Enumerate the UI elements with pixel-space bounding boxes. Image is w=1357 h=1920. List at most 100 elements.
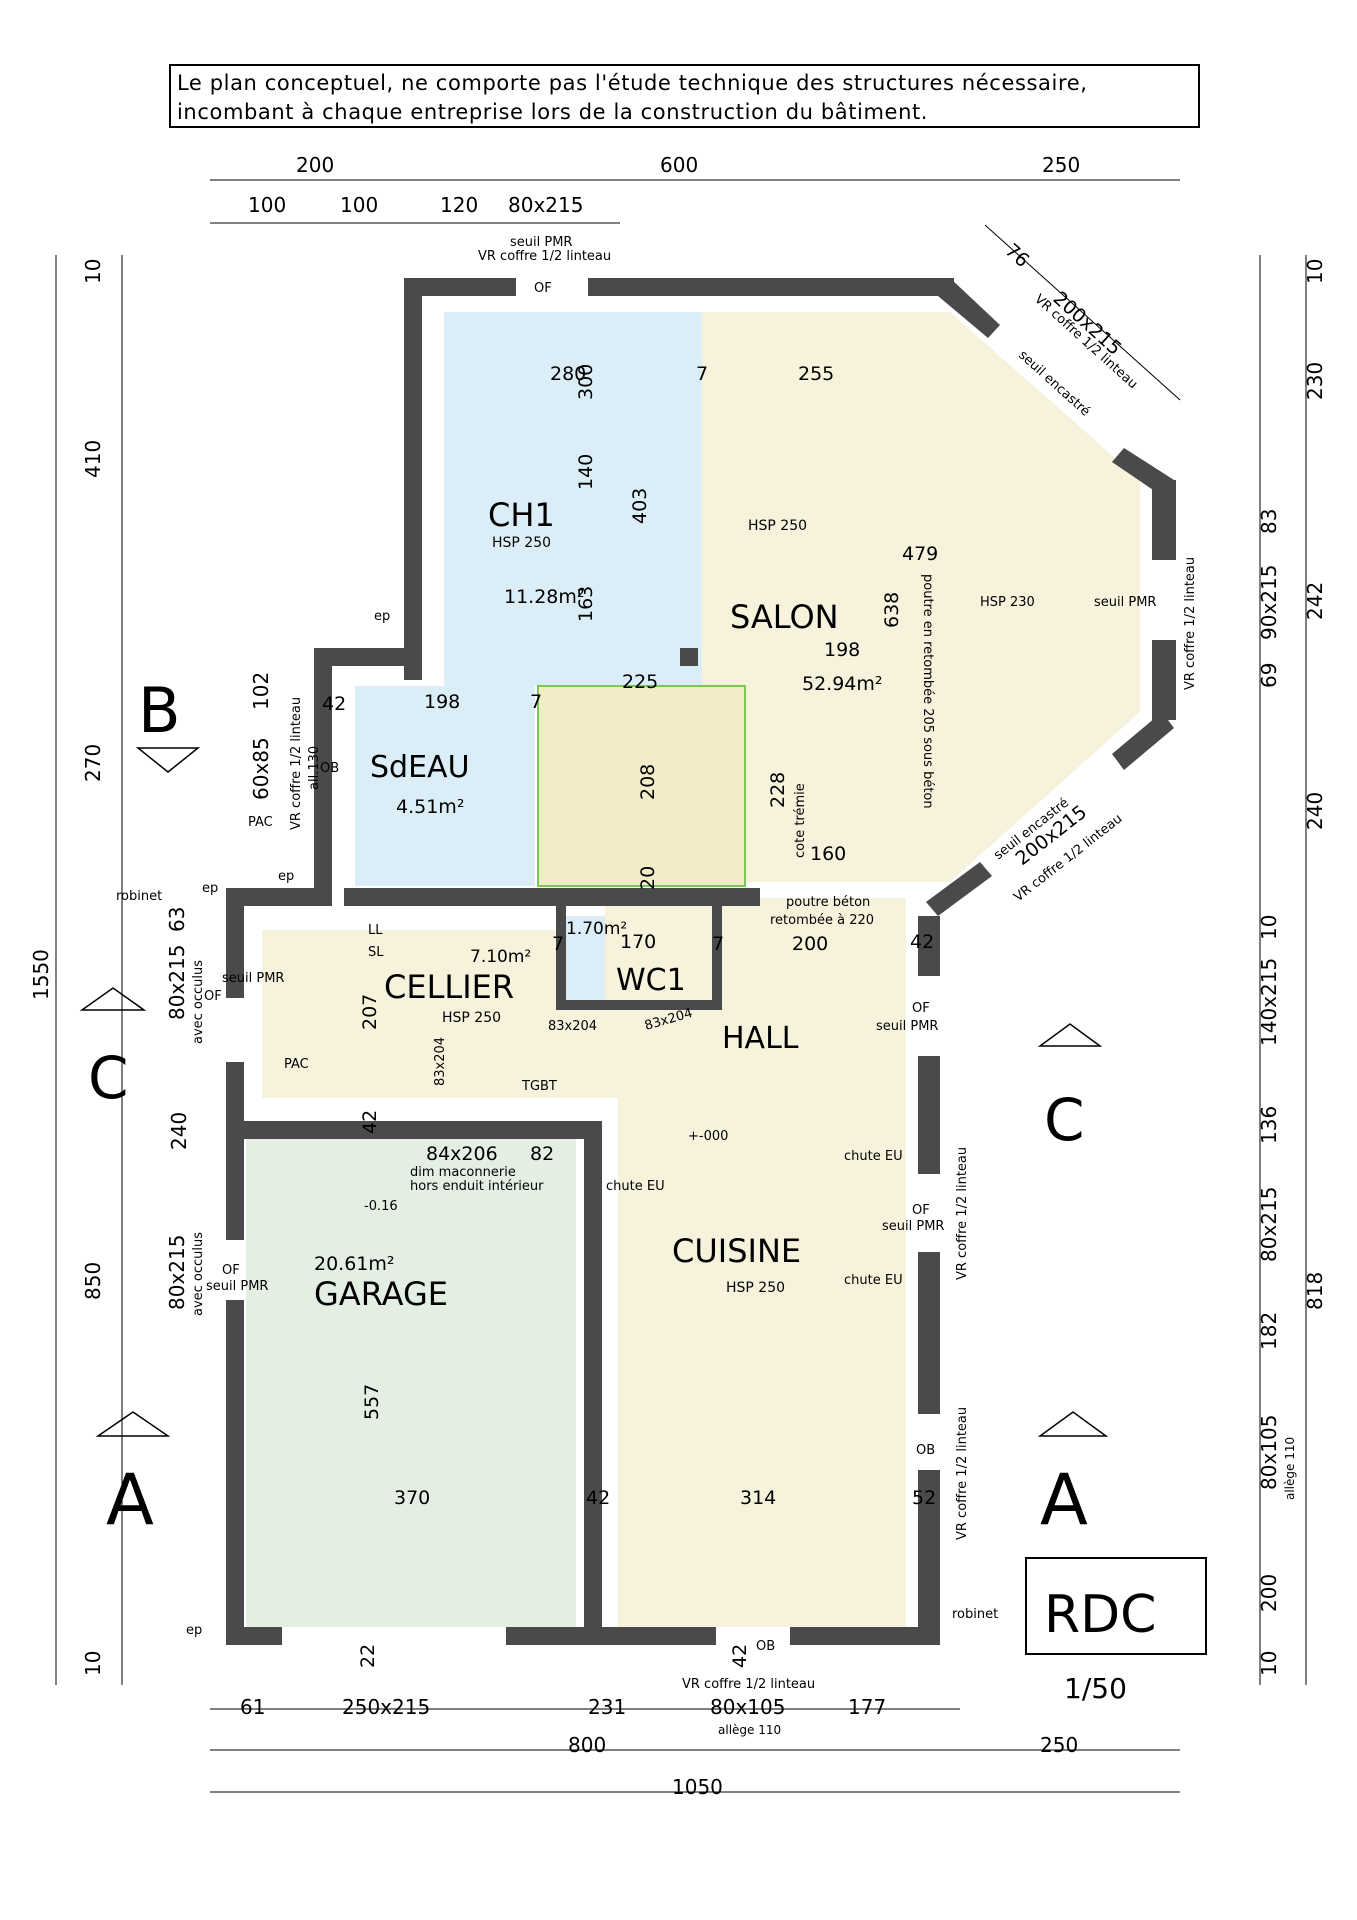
top-dim-250: 250 bbox=[1042, 153, 1080, 177]
wall-left-lower bbox=[226, 1300, 244, 1645]
ch1-area: 11.28m² bbox=[504, 586, 585, 608]
disclaimer-line-1: Le plan conceptuel, ne comporte pas l'ét… bbox=[177, 71, 1088, 95]
ann-dim-mac-1: dim maconnerie bbox=[410, 1165, 516, 1180]
left-dim-80x215a: 80x215 bbox=[165, 945, 189, 1020]
left-dim-1550: 1550 bbox=[29, 949, 53, 1000]
dim-42d: 42 bbox=[910, 931, 934, 953]
ann-vr-left-sdeau: VR coffre 1/2 linteau bbox=[289, 697, 304, 830]
ann-ll: LL bbox=[368, 923, 383, 938]
bot-dim-250x215: 250x215 bbox=[342, 1695, 430, 1719]
ann-chute-1: chute EU bbox=[606, 1179, 665, 1194]
ann-hall-of: OF bbox=[912, 1001, 930, 1016]
ann-ob-right: OB bbox=[916, 1443, 935, 1458]
dim-82: 82 bbox=[530, 1143, 554, 1165]
salon-hsp: HSP 250 bbox=[748, 518, 807, 534]
top-dim-200: 200 bbox=[296, 153, 334, 177]
cellier-label: CELLIER bbox=[384, 968, 514, 1006]
cuisine-label: CUISINE bbox=[672, 1232, 801, 1270]
ann-of-right-mid: OF bbox=[912, 1203, 930, 1218]
dim-7a: 7 bbox=[696, 363, 708, 385]
right-dim-136: 136 bbox=[1257, 1106, 1281, 1144]
garage-fill bbox=[246, 1139, 576, 1627]
right-dim-230: 230 bbox=[1303, 362, 1327, 400]
hall-cuisine-fill bbox=[605, 898, 906, 1627]
top-dim-120: 120 bbox=[440, 193, 478, 217]
section-c-right-triangle bbox=[1037, 1023, 1103, 1047]
ann-of-top: OF bbox=[534, 281, 552, 296]
left-dimensions: 1550 10 410 270 240 850 10 102 60x85 80x… bbox=[29, 259, 273, 1676]
salon-label: SALON bbox=[730, 598, 839, 636]
right-dim-818: 818 bbox=[1303, 1272, 1327, 1310]
top-dim-600: 600 bbox=[660, 153, 698, 177]
garage-label: GARAGE bbox=[314, 1275, 448, 1313]
ann-seuil-left-1: seuil PMR bbox=[222, 971, 284, 986]
dim-7c: 7 bbox=[552, 933, 564, 955]
ann-cote-tremie: cote trémie bbox=[793, 783, 808, 858]
right-dimensions: 10 230 242 240 83 90x215 69 10 140x215 1… bbox=[1257, 259, 1327, 1676]
ann-83x204c: 83x204 bbox=[433, 1037, 448, 1086]
top-dimensions: 200 600 250 100 100 120 80x215 bbox=[248, 153, 1080, 217]
dim-170: 170 bbox=[620, 931, 656, 953]
dim-140: 140 bbox=[575, 454, 597, 490]
scale-label: 1/50 bbox=[1064, 1672, 1127, 1705]
ch1-hsp: HSP 250 bbox=[492, 535, 551, 551]
ann-ep-4: ep bbox=[186, 1623, 202, 1638]
cellier-hsp: HSP 250 bbox=[442, 1010, 501, 1026]
dim-479: 479 bbox=[902, 543, 938, 565]
dim-198a: 198 bbox=[824, 639, 860, 661]
salon-area: 52.94m² bbox=[802, 673, 883, 695]
title-frame bbox=[1025, 1557, 1207, 1655]
wall-bottom-1 bbox=[226, 1627, 282, 1645]
ann-ob-bottom: OB bbox=[756, 1639, 775, 1654]
bot-dim-1050: 1050 bbox=[672, 1775, 723, 1799]
right-dim-10: 10 bbox=[1303, 259, 1327, 284]
dim-42e: 42 bbox=[729, 1644, 751, 1668]
left-dim-10-bot: 10 bbox=[81, 1651, 105, 1676]
level-title: RDC bbox=[1044, 1585, 1156, 1645]
wc1-label: WC1 bbox=[616, 963, 686, 998]
cuisine-hsp: HSP 250 bbox=[726, 1280, 785, 1296]
ann-vr-right-salon: VR coffre 1/2 linteau bbox=[1183, 557, 1198, 690]
dim-638: 638 bbox=[881, 592, 903, 628]
dim-403: 403 bbox=[629, 488, 651, 524]
wall-right-4 bbox=[918, 1470, 940, 1644]
ann-chute-3: chute EU bbox=[844, 1273, 903, 1288]
cellier-area: 7.10m² bbox=[470, 947, 531, 967]
wall-diag-bot bbox=[1112, 712, 1174, 770]
dim-207: 207 bbox=[359, 994, 381, 1030]
ann-hall-seuil: seuil PMR bbox=[876, 1019, 938, 1034]
dim-42a: 42 bbox=[322, 693, 346, 715]
sdeau-fill bbox=[355, 686, 535, 886]
dim-557: 557 bbox=[361, 1384, 383, 1420]
ann-seuil-pmr-top: seuil PMR bbox=[510, 235, 572, 250]
top-dim-80x215: 80x215 bbox=[508, 193, 583, 217]
bot-dim-80x105: 80x105 bbox=[710, 1695, 785, 1719]
dim-314: 314 bbox=[740, 1487, 776, 1509]
section-c-left: C bbox=[88, 1044, 129, 1112]
dimension-lines bbox=[55, 179, 1307, 1793]
section-a-right: A bbox=[1040, 1459, 1088, 1541]
dim-84x206: 84x206 bbox=[426, 1143, 498, 1165]
disclaimer-line-2: incombant à chaque entreprise lors de la… bbox=[177, 100, 929, 124]
dim-225: 225 bbox=[622, 671, 658, 693]
wall-wc-bottom bbox=[556, 1000, 722, 1010]
section-b-left: B bbox=[138, 674, 181, 747]
wall-right-3 bbox=[918, 1252, 940, 1414]
ann-of-left-1: OF bbox=[204, 989, 222, 1004]
right-dim-240: 240 bbox=[1303, 792, 1327, 830]
section-c-right: C bbox=[1044, 1086, 1085, 1154]
bot-allege: allège 110 bbox=[718, 1723, 781, 1737]
wall-bottom-3 bbox=[790, 1627, 940, 1645]
dim-300: 300 bbox=[575, 364, 597, 400]
dim-370: 370 bbox=[394, 1487, 430, 1509]
bot-dim-61: 61 bbox=[240, 1695, 265, 1719]
dim-7b: 7 bbox=[530, 691, 542, 713]
left-dim-10-top: 10 bbox=[81, 259, 105, 284]
ann-robinet-right: robinet bbox=[952, 1607, 998, 1622]
dim-52: 52 bbox=[912, 1487, 936, 1509]
disclaimer-note: Le plan conceptuel, ne comporte pas l'ét… bbox=[169, 64, 1200, 128]
right-dim-10c: 10 bbox=[1257, 1651, 1281, 1676]
room-fills bbox=[246, 312, 1140, 1627]
hall-label: HALL bbox=[722, 1021, 799, 1056]
wall-right-salon-2 bbox=[1152, 640, 1176, 720]
